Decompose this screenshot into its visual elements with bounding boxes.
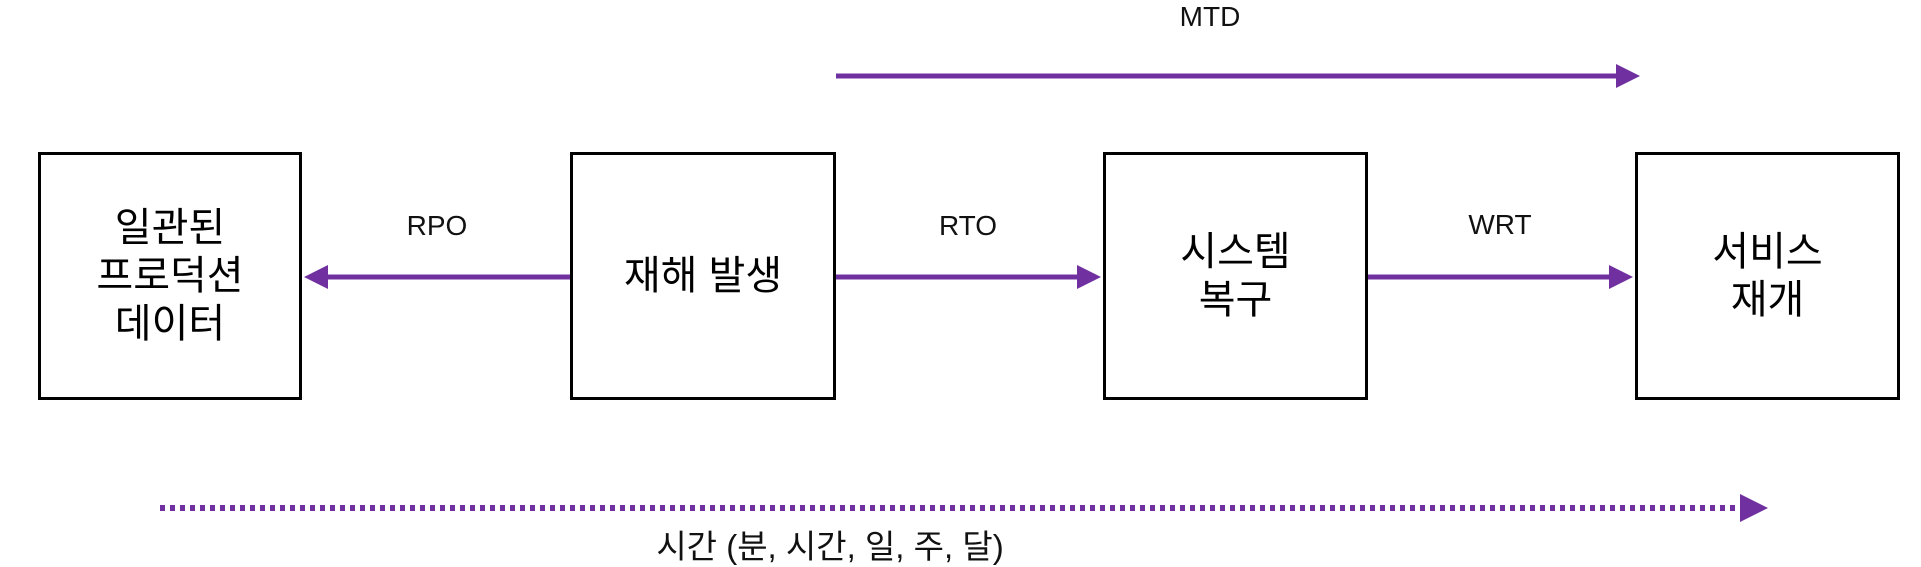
mtd-arrowhead xyxy=(1616,64,1640,88)
box-service-resumption: 서비스 재개 xyxy=(1635,152,1900,400)
rto-arrowhead xyxy=(1077,265,1101,289)
wrt-label: WRT xyxy=(1468,209,1532,240)
box-service-resumption-label: 서비스 재개 xyxy=(1712,230,1823,322)
box-consistent-production-data: 일관된 프로덕션 데이터 xyxy=(38,152,302,400)
timeline-label: 시간 (분, 시간, 일, 주, 달) xyxy=(656,528,1004,565)
rto-arrow xyxy=(836,265,1101,289)
wrt-arrow xyxy=(1368,265,1633,289)
box-disaster-occurrence: 재해 발생 xyxy=(570,152,836,400)
mtd-label: MTD xyxy=(1179,1,1241,32)
rpo-label: RPO xyxy=(406,210,468,241)
box-consistent-production-data-label: 일관된 프로덕션 데이터 xyxy=(96,206,244,346)
box-disaster-occurrence-label: 재해 발생 xyxy=(623,254,783,298)
rpo-arrow xyxy=(304,265,570,289)
rpo-arrowhead xyxy=(304,265,328,289)
timeline-arrowhead xyxy=(1740,494,1768,522)
rto-label: RTO xyxy=(938,210,998,241)
mtd-arrow xyxy=(836,64,1640,88)
wrt-arrowhead xyxy=(1609,265,1633,289)
box-system-recovery-label: 시스템 복구 xyxy=(1180,230,1291,322)
box-system-recovery: 시스템 복구 xyxy=(1103,152,1368,400)
timeline-arrow xyxy=(160,494,1768,522)
